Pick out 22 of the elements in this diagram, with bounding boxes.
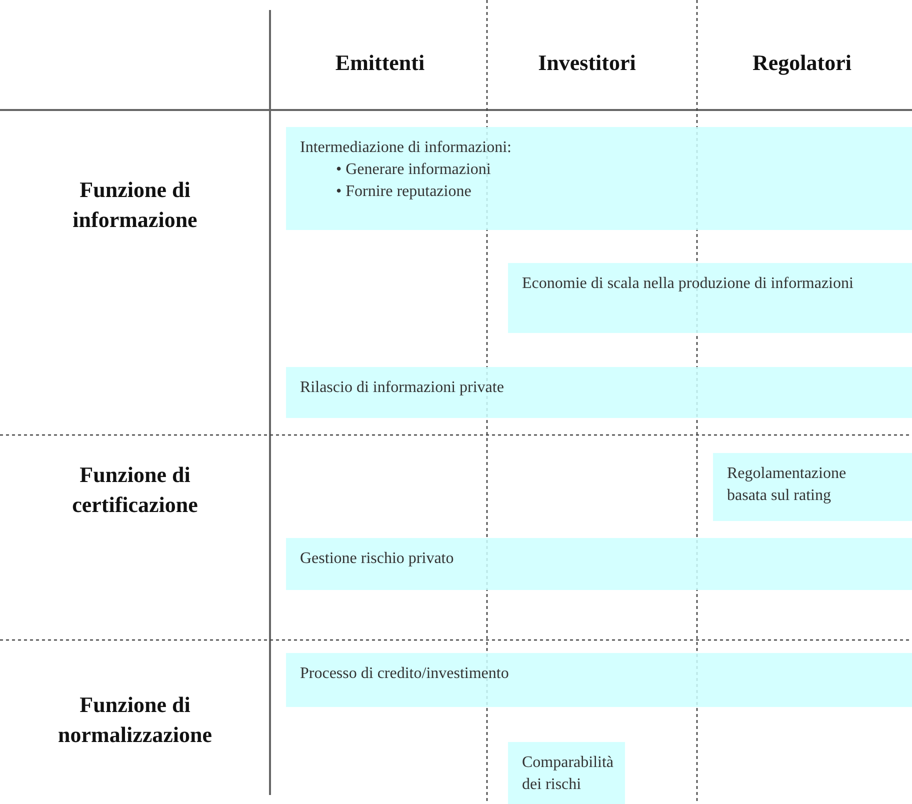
highlight-bar bbox=[286, 538, 912, 590]
highlight-bar bbox=[286, 653, 912, 707]
highlight-bar bbox=[508, 263, 912, 333]
row-header: Funzione di normalizzazione bbox=[57, 691, 213, 749]
highlight-bar bbox=[286, 367, 912, 418]
highlight-bar bbox=[286, 127, 912, 230]
column-header: Emittenti bbox=[334, 50, 426, 76]
row-header: Funzione di informazione bbox=[72, 176, 198, 234]
bar-text: Comparabilità dei rischi bbox=[522, 753, 614, 795]
bar-text: Rilascio di informazioni private bbox=[300, 378, 504, 398]
column-header: Regolatori bbox=[752, 50, 852, 76]
bar-text: Processo di credito/investimento bbox=[300, 664, 509, 684]
highlight-bar bbox=[508, 742, 625, 804]
column-header: Investitori bbox=[537, 50, 637, 76]
bar-text: Gestione rischio privato bbox=[300, 549, 454, 569]
bar-text: Intermediazione di informazioni: bbox=[300, 138, 512, 158]
bullet-item: • Generare informazioni bbox=[336, 160, 491, 180]
row-header: Funzione di certificazione bbox=[71, 461, 199, 519]
highlight-bar bbox=[713, 453, 912, 521]
bullet-item: • Fornire reputazione bbox=[336, 182, 472, 202]
bar-text: Economie di scala nella produzione di informazioni bbox=[522, 274, 854, 294]
bar-text: Regolamentazione basata sul rating bbox=[727, 464, 848, 506]
